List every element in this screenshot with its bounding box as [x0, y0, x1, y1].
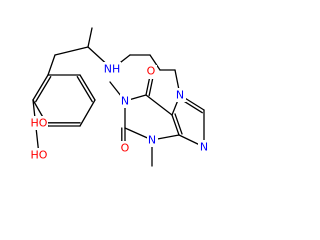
bond-c4p-c5 [171, 114, 180, 136]
atom-n7: N [175, 88, 186, 102]
chemical-structure: NH N N N N O O HO [30, 27, 209, 167]
atom-oh-upper: HO [30, 116, 48, 130]
bond-r6-r1 [32, 74, 49, 101]
atom-nh-label: NH [104, 63, 121, 76]
bond-r6-r1 [35, 75, 52, 103]
atom-label-layer: NH N N N N O O HO [30, 62, 209, 162]
atom-oh-upper-label: HO [31, 117, 48, 130]
atom-n1-label: N [121, 95, 129, 108]
bond-chme-me [87, 27, 93, 48]
atom-n3-label: N [148, 134, 156, 147]
atom-o6-label: O [147, 65, 156, 78]
bond-c4p-c5 [174, 113, 183, 135]
atom-nh: NH [103, 62, 121, 76]
atom-n3: N [147, 133, 158, 147]
atom-n1: N [120, 94, 131, 108]
bond-ch2-chme [54, 46, 89, 56]
bond-r1-ch2 [47, 54, 56, 76]
atom-oh-lower-label: HO [31, 149, 48, 162]
atom-n9: N [198, 140, 209, 154]
atom-o2-label: O [121, 142, 130, 155]
atom-o6: O [146, 65, 157, 79]
atom-n7-label: N [176, 89, 184, 102]
bond-r3-r4 [79, 99, 96, 127]
atom-n9-label: N [200, 141, 208, 154]
atom-oh-lower: HO [30, 148, 48, 162]
bond-c2-c3 [149, 54, 161, 71]
atom-o2: O [120, 141, 131, 155]
bond-c5-c6 [145, 94, 173, 116]
bond-r2-r3 [76, 75, 93, 103]
bond-r2-r3 [79, 74, 96, 101]
